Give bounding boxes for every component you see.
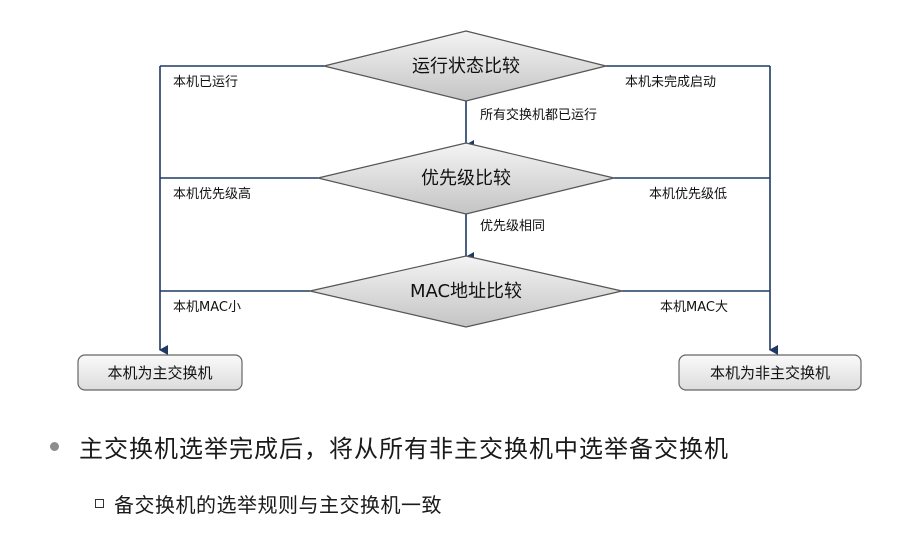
bullet-sub-text: 备交换机的选举规则与主交换机一致 <box>114 492 442 517</box>
decision-label-run-state: 运行状态比较 <box>412 56 520 77</box>
bullet-main-text: 主交换机选举完成后，将从所有非主交换机中选举备交换机 <box>79 434 729 463</box>
decision-label-priority: 优先级比较 <box>421 168 511 189</box>
result-label-master: 本机为主交换机 <box>107 364 212 382</box>
edge-label-d2-right: 本机优先级低 <box>649 187 727 202</box>
flowchart: 运行状态比较 优先级比较 MAC地址比较 本机已运行 本机未完成启动 所有交换机… <box>77 30 862 391</box>
bullet-sub-item: 备交换机的选举规则与主交换机一致 <box>95 486 442 520</box>
decision-diamond-mac <box>309 255 623 328</box>
edge-label-d3-left: 本机MAC小 <box>173 300 241 315</box>
edge-label-d3-right: 本机MAC大 <box>660 300 728 315</box>
bullet-dot-icon <box>50 441 59 451</box>
edge-label-d1-right: 本机未完成启动 <box>625 75 716 90</box>
result-box-non-master <box>678 354 862 391</box>
edge-label-d1-down: 所有交换机都已运行 <box>480 107 597 123</box>
decision-label-mac: MAC地址比较 <box>410 281 522 302</box>
edge-label-d2-down: 优先级相同 <box>480 219 545 234</box>
bullet-square-icon <box>95 498 104 508</box>
decision-diamond-priority <box>317 142 615 215</box>
result-box-master <box>77 354 243 391</box>
result-label-non-master: 本机为非主交换机 <box>710 364 830 382</box>
edge-label-d2-left: 本机优先级高 <box>173 186 251 202</box>
edge-label-d1-left: 本机已运行 <box>173 75 238 90</box>
bullet-main-item: 主交换机选举完成后，将从所有非主交换机中选举备交换机 <box>50 426 729 466</box>
decision-diamond-run-state <box>323 30 607 102</box>
